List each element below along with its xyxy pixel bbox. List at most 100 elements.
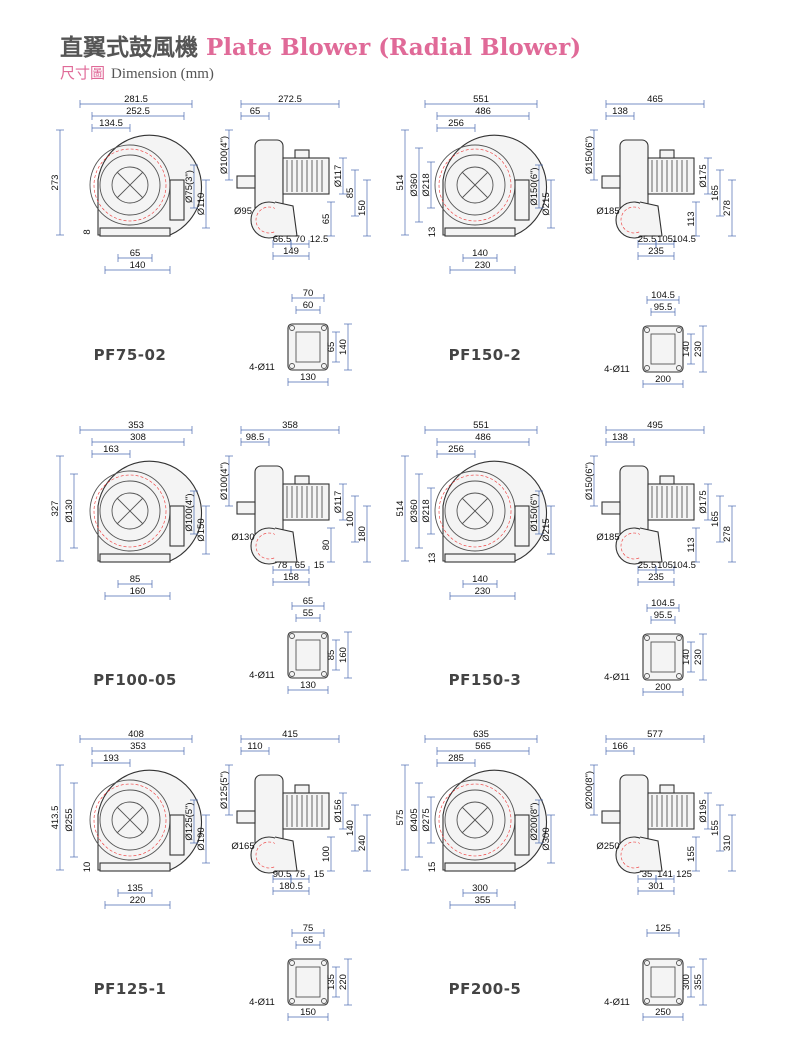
base-plate bbox=[99, 553, 171, 563]
dimension-label: Ø218 bbox=[421, 173, 432, 196]
dimension-label: Ø185 bbox=[596, 206, 619, 217]
base-frame bbox=[642, 958, 684, 1006]
dimension-label: 486 bbox=[475, 106, 491, 117]
dimension-label: 65 bbox=[326, 342, 337, 353]
dimension-label: 113 bbox=[686, 537, 697, 552]
dimension-label: 166 bbox=[612, 741, 628, 752]
dimension-label: 140 bbox=[338, 339, 349, 355]
inlet bbox=[456, 492, 494, 530]
cross-line bbox=[116, 171, 144, 199]
dimension-label: 85 bbox=[130, 574, 141, 585]
dimension-label: Ø150(6") bbox=[584, 136, 595, 174]
dimension-label: Ø130 bbox=[231, 532, 254, 543]
dimension-label: 75 bbox=[295, 869, 306, 880]
dimension-label: Ø100(4") bbox=[219, 136, 230, 174]
dimension-label: 155 bbox=[710, 820, 721, 836]
base-plate bbox=[444, 227, 516, 237]
motor-body bbox=[282, 792, 330, 830]
dimension-label: Ø360 bbox=[409, 499, 420, 522]
dimension-label: 95.5 bbox=[654, 302, 673, 313]
dimension-label: 278 bbox=[722, 200, 733, 216]
dimension-label: 110 bbox=[247, 741, 262, 752]
outlet-flange bbox=[169, 505, 185, 547]
terminal-box bbox=[294, 149, 310, 159]
mount-hole bbox=[289, 671, 295, 677]
dimension-label: 300 bbox=[472, 883, 488, 894]
dimension-label: 230 bbox=[475, 260, 491, 271]
motor-body bbox=[647, 483, 695, 521]
dimension-label: 514 bbox=[395, 175, 406, 191]
dimension-label: 15 bbox=[314, 560, 325, 571]
dimension-label: 327 bbox=[50, 501, 61, 517]
dimension-label: 310 bbox=[722, 835, 733, 851]
mount-hole bbox=[644, 635, 650, 641]
mount-hole bbox=[676, 960, 682, 966]
dimension-label: Ø185 bbox=[596, 532, 619, 543]
dimension-label: 138 bbox=[612, 106, 628, 117]
dimension-label: 85 bbox=[345, 188, 356, 199]
bolt-circle bbox=[438, 783, 512, 857]
terminal-box bbox=[659, 149, 675, 159]
bolt-circle bbox=[93, 783, 167, 857]
base-plate bbox=[99, 862, 171, 872]
mount-hole bbox=[676, 327, 682, 333]
base-opening bbox=[295, 331, 321, 363]
mount-hole bbox=[289, 960, 295, 966]
dimension-label: 104.5 bbox=[651, 290, 675, 301]
dimension-label: 565 bbox=[475, 741, 491, 752]
dimension-label: 193 bbox=[103, 753, 119, 764]
support-bracket bbox=[639, 836, 663, 872]
dimension-label: 125 bbox=[655, 923, 671, 934]
dimension-label: Ø110 bbox=[196, 193, 207, 216]
model-name: PF100-05 bbox=[93, 671, 177, 689]
mount-hole bbox=[644, 365, 650, 371]
title-chinese: 直翼式鼓風機 bbox=[60, 34, 198, 61]
dimension-label: 85 bbox=[326, 650, 337, 661]
dimension-label: 155 bbox=[686, 846, 697, 862]
dimension-label: 150 bbox=[300, 1007, 316, 1018]
dimension-label: 35 bbox=[642, 869, 653, 880]
dimension-label: 495 bbox=[647, 420, 663, 431]
support-bracket bbox=[274, 201, 298, 237]
dimension-label: 465 bbox=[647, 94, 663, 105]
dimension-label: 12.5 bbox=[310, 234, 329, 245]
support-bracket bbox=[639, 527, 663, 563]
dimension-label: 4-Ø11 bbox=[604, 672, 630, 683]
dimension-label: 75 bbox=[303, 923, 314, 934]
dimension-label: 65 bbox=[295, 560, 306, 571]
dimension-label: 140 bbox=[472, 248, 488, 259]
mount-hole bbox=[644, 673, 650, 679]
dimension-label: Ø117 bbox=[333, 165, 344, 188]
bolt-circle bbox=[438, 148, 512, 222]
inlet-pipe bbox=[236, 175, 256, 189]
inlet-pipe bbox=[601, 501, 621, 515]
dimension-label: 134.5 bbox=[99, 118, 123, 129]
base-frame bbox=[642, 633, 684, 681]
dimension-label: 25.5 bbox=[638, 560, 657, 571]
dimension-label: 301 bbox=[648, 881, 664, 892]
dimension-label: 140 bbox=[130, 260, 146, 271]
motor-body bbox=[647, 792, 695, 830]
dimension-label: 514 bbox=[395, 501, 406, 517]
dimension-label: Ø218 bbox=[421, 499, 432, 522]
mount-hole bbox=[644, 327, 650, 333]
dimension-label: 308 bbox=[130, 432, 146, 443]
dimension-label: 4-Ø11 bbox=[249, 362, 275, 373]
outlet-flange bbox=[169, 179, 185, 221]
dimension-label: Ø150(6") bbox=[584, 462, 595, 500]
dimension-label: 220 bbox=[130, 895, 146, 906]
model-name: PF150-2 bbox=[449, 346, 522, 364]
base-plate bbox=[444, 553, 516, 563]
mount-hole bbox=[321, 363, 327, 369]
base-frame bbox=[287, 631, 329, 679]
